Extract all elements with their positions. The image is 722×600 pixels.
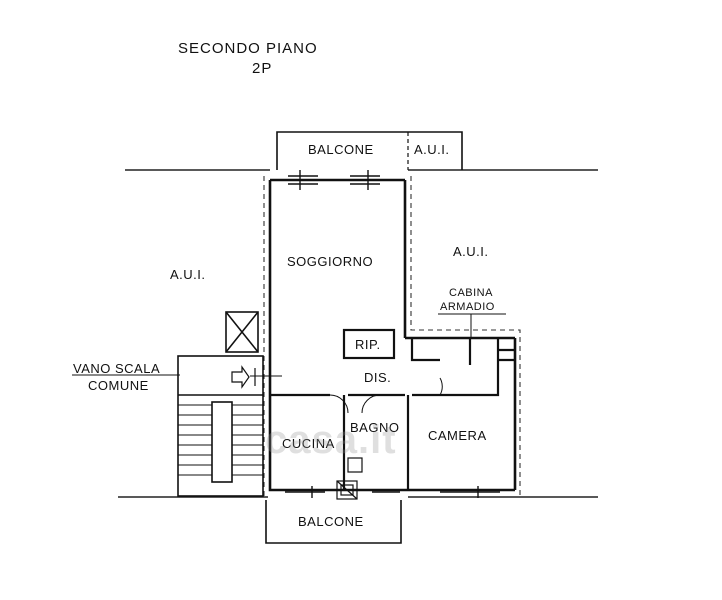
label-cucina: CUCINA <box>282 436 335 451</box>
label-aui-top: A.U.I. <box>414 142 450 157</box>
label-balcone-bottom: BALCONE <box>298 514 364 529</box>
exterior-walls <box>268 178 517 492</box>
label-rip: RIP. <box>355 337 381 352</box>
plan-title: SECONDO PIANO <box>178 40 318 57</box>
watermark: casa.it <box>265 418 397 462</box>
windows-bottom <box>285 486 500 498</box>
leader-lines <box>72 313 506 376</box>
label-balcone-top: BALCONE <box>308 142 374 157</box>
site-lines <box>118 169 598 498</box>
label-aui-right: A.U.I. <box>453 244 489 259</box>
label-aui-left: A.U.I. <box>170 267 206 282</box>
label-camera: CAMERA <box>428 428 487 443</box>
label-dis: DIS. <box>364 370 392 385</box>
label-soggiorno: SOGGIORNO <box>287 254 374 269</box>
boundary-dashed <box>263 176 521 498</box>
bathroom-fixtures <box>336 457 363 500</box>
label-armadio: ARMADIO <box>440 301 495 313</box>
interior-walls <box>270 328 515 490</box>
windows-top <box>288 170 380 190</box>
balcony-bottom <box>265 500 402 544</box>
staircase <box>177 311 282 497</box>
label-vano-scala: VANO SCALA <box>73 361 161 376</box>
plan-subtitle: 2P <box>252 60 273 77</box>
label-bagno: BAGNO <box>350 420 400 435</box>
label-comune: COMUNE <box>88 378 149 393</box>
balcony-top <box>276 131 463 170</box>
doors <box>329 377 443 414</box>
label-cabina: CABINA <box>449 287 493 299</box>
